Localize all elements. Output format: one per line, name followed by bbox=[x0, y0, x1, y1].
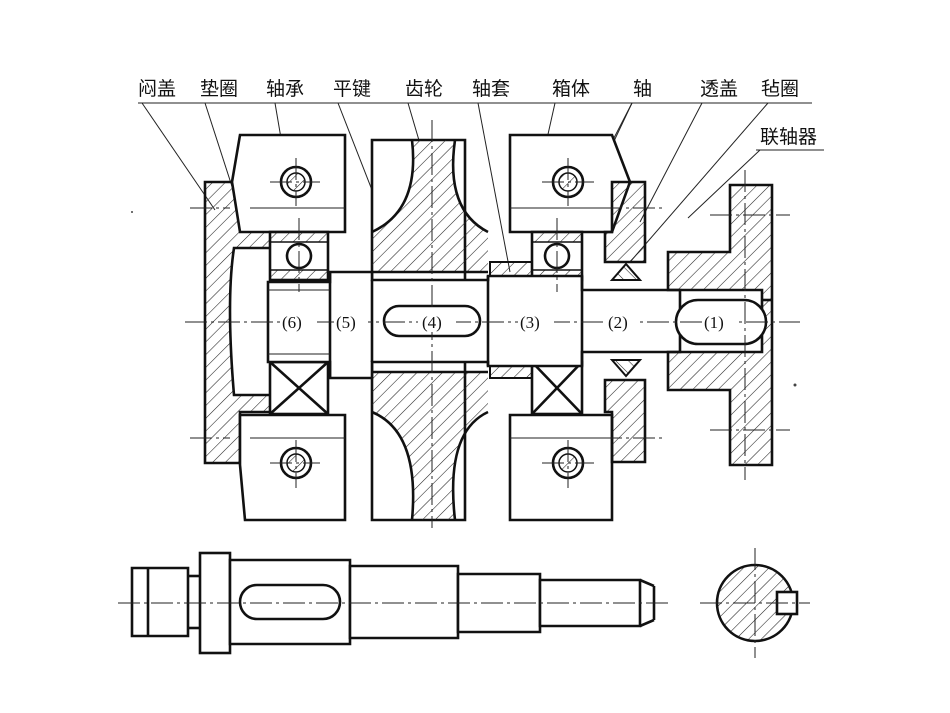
label-closed-cover: 闷盖 bbox=[138, 78, 176, 100]
label-gasket: 垫圈 bbox=[200, 78, 238, 100]
label-housing: 箱体 bbox=[552, 78, 590, 100]
label-flat-key: 平键 bbox=[333, 78, 371, 100]
segment-2: (2) bbox=[608, 313, 628, 332]
assembly-section-view: (6) (5) (4) (3) (2) (1) bbox=[185, 120, 800, 528]
label-felt-ring: 毡圈 bbox=[761, 78, 799, 100]
housing-left bbox=[230, 133, 347, 522]
left-bearing bbox=[268, 230, 330, 416]
label-gear: 齿轮 bbox=[405, 78, 443, 100]
segment-4: (4) bbox=[422, 313, 442, 332]
segment-5: (5) bbox=[336, 313, 356, 332]
cross-section-view bbox=[700, 548, 810, 658]
open-cover bbox=[603, 180, 647, 464]
segment-1: (1) bbox=[704, 313, 724, 332]
segment-numbers: (6) (5) (4) (3) (2) (1) bbox=[280, 310, 736, 332]
label-sleeve: 轴套 bbox=[472, 78, 510, 100]
label-shaft: 轴 bbox=[633, 78, 652, 100]
gear bbox=[370, 138, 489, 522]
callout-labels: 闷盖 垫圈 轴承 平键 齿轮 轴套 箱体 轴 透盖 毡圈 联轴器 bbox=[138, 78, 817, 148]
label-bearing: 轴承 bbox=[266, 78, 304, 100]
label-coupling: 联轴器 bbox=[760, 126, 817, 148]
label-open-cover: 透盖 bbox=[700, 78, 738, 100]
felt-ring bbox=[609, 262, 643, 378]
shaft-part-view bbox=[118, 551, 668, 655]
segment-6: (6) bbox=[282, 313, 302, 332]
segment-3: (3) bbox=[520, 313, 540, 332]
